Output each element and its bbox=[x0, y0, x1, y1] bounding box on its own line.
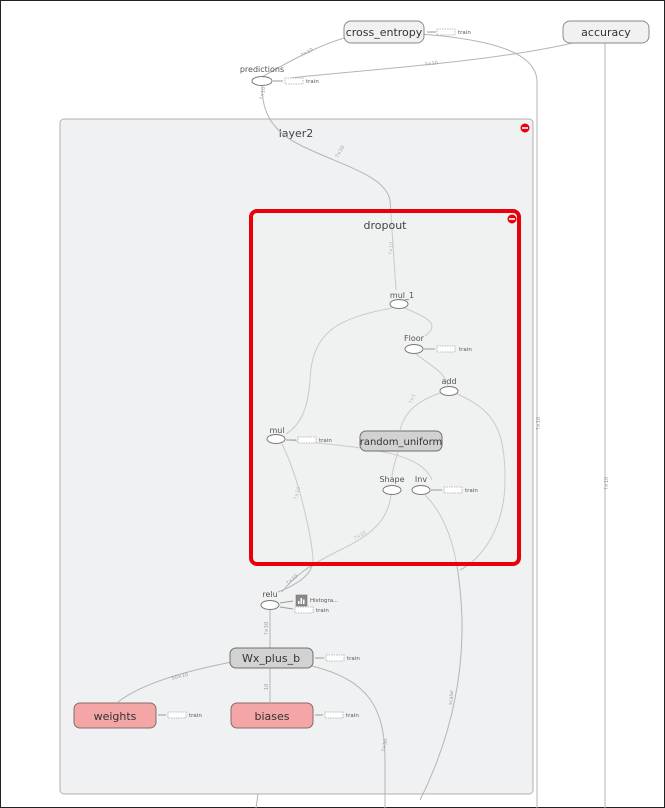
svg-text:mul: mul bbox=[269, 426, 284, 435]
svg-text:50×10: 50×10 bbox=[171, 672, 189, 682]
svg-text:?×10: ?×10 bbox=[604, 477, 610, 490]
svg-text:Wx_plus_b: Wx_plus_b bbox=[242, 652, 300, 665]
inv-train-aux[interactable]: train bbox=[431, 486, 478, 494]
mul-train-aux[interactable]: train bbox=[286, 436, 332, 444]
svg-text:relu: relu bbox=[262, 590, 277, 599]
svg-text:?×10: ?×10 bbox=[388, 241, 395, 255]
svg-text:?×10: ?×10 bbox=[335, 145, 347, 159]
svg-text:10: 10 bbox=[264, 684, 270, 690]
floor-train-aux[interactable]: train bbox=[424, 345, 472, 353]
cross-entropy-train-aux[interactable]: train bbox=[427, 28, 471, 36]
svg-text:mul_1: mul_1 bbox=[390, 291, 414, 300]
svg-text:train: train bbox=[316, 608, 329, 614]
svg-text:weights: weights bbox=[94, 710, 137, 723]
predictions-train-aux[interactable]: train bbox=[273, 77, 319, 85]
svg-text:train: train bbox=[189, 713, 202, 719]
weights-train-aux[interactable]: train bbox=[158, 711, 202, 719]
svg-text:random_uniform: random_uniform bbox=[360, 437, 443, 448]
svg-text:add: add bbox=[441, 377, 456, 386]
relu-train-aux[interactable]: train bbox=[279, 606, 329, 614]
svg-text:?×10: ?×10 bbox=[293, 486, 302, 500]
svg-text:?×10: ?×10 bbox=[353, 530, 367, 542]
svg-text:?×10: ?×10 bbox=[536, 417, 542, 430]
dropout-collapse-icon[interactable] bbox=[507, 214, 517, 224]
svg-text:train: train bbox=[459, 347, 472, 353]
layer2-label: layer2 bbox=[279, 127, 314, 140]
svg-text:scalar: scalar bbox=[448, 689, 455, 705]
floor-node[interactable]: Floor bbox=[404, 334, 425, 354]
cross-entropy-node[interactable]: cross_entropy bbox=[343, 20, 425, 44]
wx-plus-b-node[interactable]: Wx_plus_b bbox=[229, 647, 314, 669]
svg-text:train: train bbox=[306, 79, 319, 85]
layer2-group[interactable]: layer2 bbox=[59, 118, 534, 795]
svg-text:?×10: ?×10 bbox=[424, 60, 438, 68]
svg-text:Floor: Floor bbox=[404, 334, 425, 343]
random-uniform-node[interactable]: random_uniform bbox=[359, 430, 443, 452]
svg-text:Shape: Shape bbox=[379, 475, 404, 484]
svg-text:accuracy: accuracy bbox=[581, 26, 631, 39]
layer2-collapse-icon[interactable] bbox=[520, 123, 530, 133]
svg-text:predictions: predictions bbox=[240, 65, 284, 74]
svg-text:train: train bbox=[458, 30, 471, 36]
svg-text:train: train bbox=[346, 713, 359, 719]
weights-node[interactable]: weights bbox=[73, 702, 157, 729]
svg-text:biases: biases bbox=[254, 710, 289, 723]
mul-node[interactable]: mul bbox=[266, 426, 286, 444]
svg-text:?×10: ?×10 bbox=[264, 622, 270, 635]
biases-train-aux[interactable]: train bbox=[315, 711, 359, 719]
mul-1-node[interactable]: mul_1 bbox=[389, 291, 414, 309]
relu-histogram-aux[interactable]: Histogra... bbox=[279, 594, 339, 607]
wx-plus-b-train-aux[interactable]: train bbox=[315, 654, 360, 662]
svg-text:?×10: ?×10 bbox=[300, 47, 314, 59]
svg-text:train: train bbox=[347, 656, 360, 662]
svg-text:Inv: Inv bbox=[415, 475, 427, 484]
svg-text:cross_entropy: cross_entropy bbox=[346, 26, 423, 39]
svg-text:?×10: ?×10 bbox=[259, 86, 267, 100]
svg-text:?×50: ?×50 bbox=[381, 738, 389, 752]
svg-text:Histogra...: Histogra... bbox=[310, 598, 339, 604]
dropout-label: dropout bbox=[364, 219, 408, 232]
histogram-icon bbox=[298, 598, 305, 604]
svg-text:train: train bbox=[465, 488, 478, 494]
accuracy-node[interactable]: accuracy bbox=[562, 20, 650, 44]
predictions-node[interactable]: predictions bbox=[240, 65, 284, 86]
relu-node[interactable]: relu bbox=[260, 590, 280, 610]
shape-node[interactable]: Shape bbox=[379, 475, 405, 495]
dropout-group[interactable]: dropout bbox=[249, 209, 521, 566]
inv-node[interactable]: Inv bbox=[411, 475, 431, 495]
svg-text:train: train bbox=[319, 438, 332, 444]
add-node[interactable]: add bbox=[439, 377, 459, 396]
svg-text:?×1: ?×1 bbox=[408, 393, 417, 404]
biases-node[interactable]: biases bbox=[230, 702, 314, 729]
